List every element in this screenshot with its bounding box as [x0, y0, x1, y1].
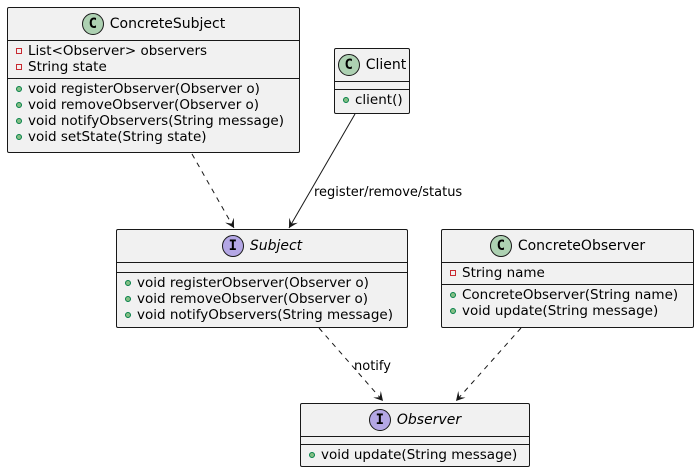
public-icon: [343, 97, 349, 103]
interface-header: I Subject: [117, 230, 407, 262]
class-title: Client: [365, 57, 407, 73]
class-title: ConcreteSubject: [109, 16, 226, 32]
private-icon: [450, 270, 456, 276]
method-item: void setState(String state): [14, 129, 299, 145]
public-icon: [450, 308, 456, 314]
interface-badge-icon: I: [221, 235, 244, 257]
method-item: client(): [341, 92, 409, 108]
dependency-concretesubject-subject: [191, 153, 235, 229]
client-subject-label: register/remove/status: [314, 185, 462, 200]
interface-observer[interactable]: I Observer void update(String message): [300, 403, 530, 467]
class-concrete-observer[interactable]: C ConcreteObserver String name ConcreteO…: [441, 229, 694, 328]
dependency-subject-observer: [318, 327, 384, 402]
public-icon: [16, 102, 22, 108]
public-icon: [16, 134, 22, 140]
class-badge-icon: C: [81, 13, 104, 35]
method-item: ConcreteObserver(String name): [448, 287, 693, 303]
class-title: ConcreteObserver: [517, 238, 646, 254]
field-item: List<Observer> observers: [14, 43, 299, 59]
private-icon: [16, 64, 22, 70]
interface-badge-icon: I: [368, 409, 391, 431]
class-concrete-subject[interactable]: C ConcreteSubject List<Observer> observe…: [7, 7, 300, 153]
method-item: void update(String message): [307, 447, 529, 463]
association-client-subject: [288, 113, 356, 229]
method-item: void removeObserver(Observer o): [123, 291, 407, 307]
class-header: C Client: [335, 49, 409, 81]
interface-header: I Observer: [301, 404, 529, 436]
public-icon: [16, 118, 22, 124]
fields-section: String name: [442, 262, 693, 284]
public-icon: [309, 452, 315, 458]
fields-section: [335, 81, 409, 89]
fields-section: List<Observer> observers String state: [8, 40, 299, 78]
methods-section: void update(String message): [301, 444, 529, 463]
methods-section: ConcreteObserver(String name) void updat…: [442, 284, 693, 319]
class-client[interactable]: C Client client(): [334, 48, 410, 114]
method-item: void notifyObservers(String message): [14, 113, 299, 129]
class-badge-icon: C: [489, 235, 512, 257]
methods-section: client(): [335, 89, 409, 108]
public-icon: [450, 292, 456, 298]
subject-observer-label: notify: [354, 359, 391, 374]
public-icon: [125, 280, 131, 286]
method-item: void removeObserver(Observer o): [14, 97, 299, 113]
public-icon: [125, 312, 131, 318]
dependency-concreteobserver-observer: [455, 327, 522, 402]
class-header: C ConcreteSubject: [8, 8, 299, 40]
field-item: String name: [448, 265, 693, 281]
field-item: String state: [14, 59, 299, 75]
method-item: void notifyObservers(String message): [123, 307, 407, 323]
public-icon: [125, 296, 131, 302]
fields-section: [301, 436, 529, 444]
method-item: void registerObserver(Observer o): [123, 275, 407, 291]
interface-title: Observer: [396, 412, 462, 428]
interface-subject[interactable]: I Subject void registerObserver(Observer…: [116, 229, 408, 328]
class-badge-icon: C: [337, 54, 360, 76]
class-header: C ConcreteObserver: [442, 230, 693, 262]
interface-title: Subject: [249, 238, 303, 254]
public-icon: [16, 86, 22, 92]
methods-section: void registerObserver(Observer o) void r…: [8, 78, 299, 145]
methods-section: void registerObserver(Observer o) void r…: [117, 272, 407, 323]
method-item: void update(String message): [448, 303, 693, 319]
private-icon: [16, 48, 22, 54]
fields-section: [117, 262, 407, 272]
method-item: void registerObserver(Observer o): [14, 81, 299, 97]
